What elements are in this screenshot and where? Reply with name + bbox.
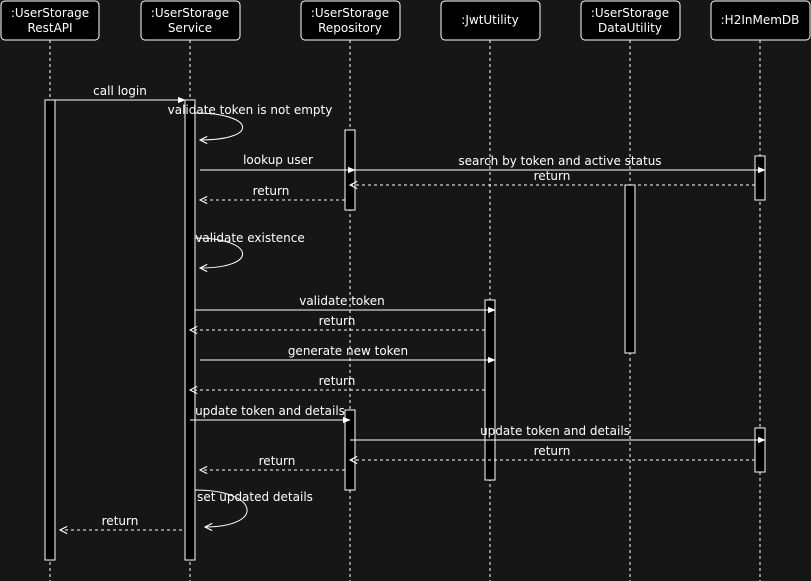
message-label: validate token is not empty xyxy=(168,103,333,117)
participant-line1: :H2InMemDB xyxy=(721,13,800,27)
participant-restapi: :UserStorage RestAPI xyxy=(0,0,100,41)
message-label: update token and details xyxy=(480,424,630,438)
self-message-arrow xyxy=(194,489,248,527)
message-label: return xyxy=(319,374,356,388)
participant-line2: DataUtility xyxy=(598,21,662,35)
self-message-arrow xyxy=(194,112,244,140)
participant-line1: :UserStorage xyxy=(591,6,669,20)
participant-line1: :UserStorage xyxy=(311,6,389,20)
message-label: return xyxy=(319,314,356,328)
message-label: validate token xyxy=(299,294,385,308)
message-label: lookup user xyxy=(243,153,313,167)
message-label: return xyxy=(102,514,139,528)
message-label: search by token and active status xyxy=(458,154,661,168)
participant-h2inmemdb: :H2InMemDB xyxy=(710,0,811,41)
message-label: generate new token xyxy=(288,344,408,358)
participant-line1: :UserStorage xyxy=(11,6,89,20)
message-label: call login xyxy=(93,84,147,98)
participant-datautility: :UserStorage DataUtility xyxy=(580,0,681,41)
activation-repository xyxy=(344,409,356,491)
message-label: return xyxy=(534,169,571,183)
message-label: return xyxy=(259,454,296,468)
participant-line1: :JwtUtility xyxy=(461,13,518,27)
message-label: return xyxy=(534,444,571,458)
self-message-arrow xyxy=(194,237,244,268)
participant-line2: Repository xyxy=(318,21,382,35)
participant-line2: Service xyxy=(168,21,212,35)
activation-jwtutility xyxy=(484,299,496,481)
participant-repository: :UserStorage Repository xyxy=(300,0,401,41)
participant-jwtutility: :JwtUtility xyxy=(440,0,541,41)
activation-h2inmemdb xyxy=(754,427,766,473)
participant-line2: RestAPI xyxy=(27,21,72,35)
participant-service: :UserStorage Service xyxy=(140,0,241,41)
message-label: update token and details xyxy=(195,404,345,418)
activation-datautility xyxy=(624,184,636,354)
activation-restapi xyxy=(44,99,56,561)
message-label: return xyxy=(253,184,290,198)
activation-h2inmemdb xyxy=(754,155,766,201)
message-label: set updated details xyxy=(197,490,313,504)
participant-line1: :UserStorage xyxy=(151,6,229,20)
message-label: validate existence xyxy=(195,231,305,245)
